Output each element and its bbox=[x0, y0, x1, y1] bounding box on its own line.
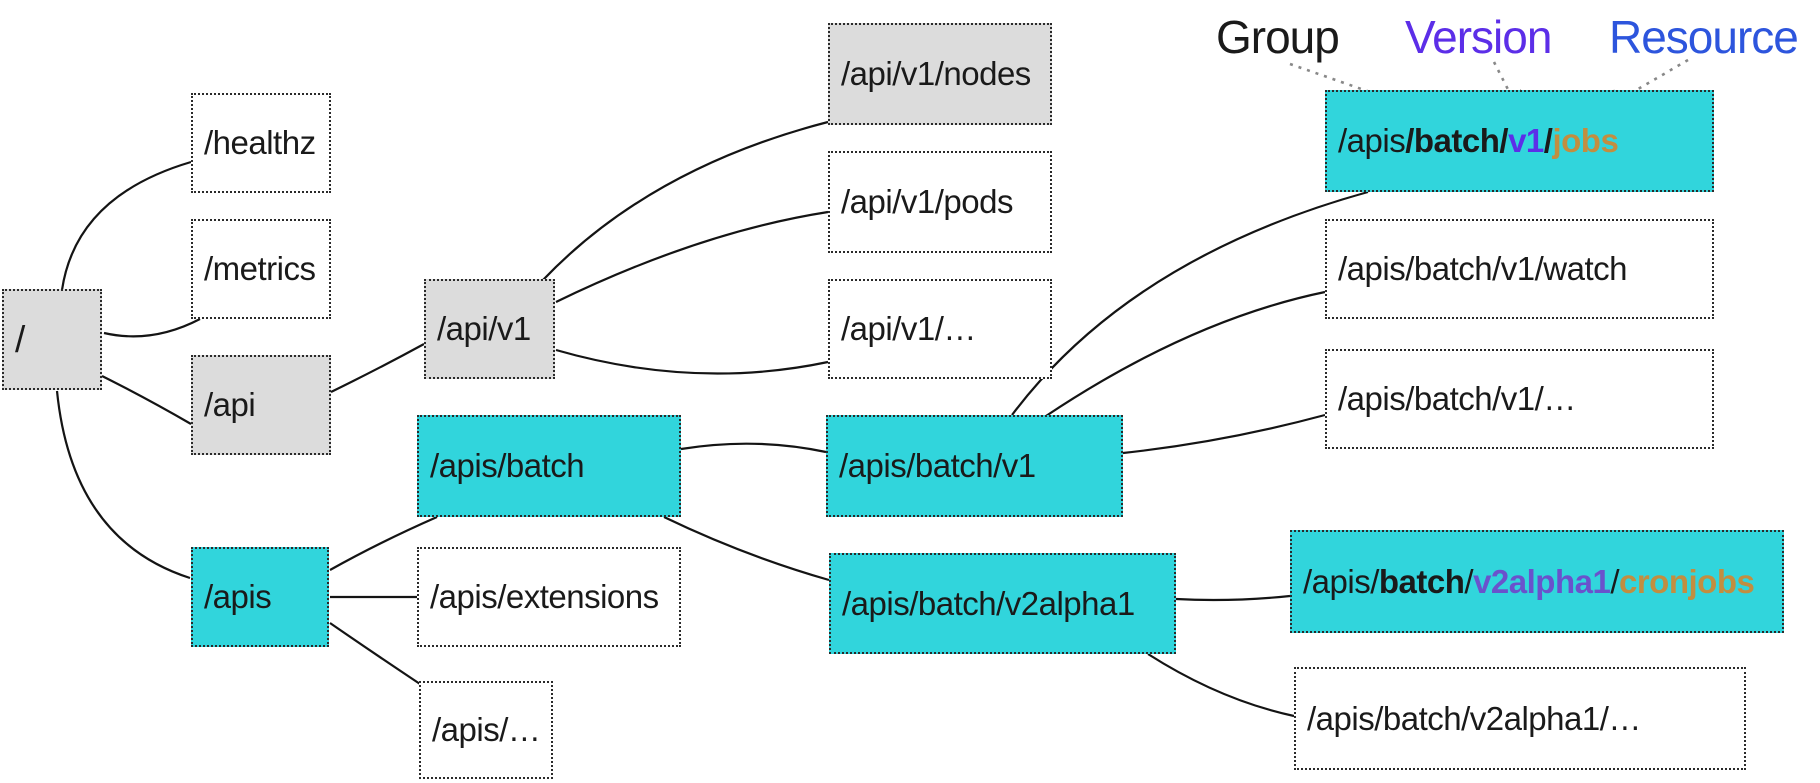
node-apis-batch-v1-text: /apis/batch/v1 bbox=[839, 447, 1036, 484]
edge-batchv1-watch bbox=[1045, 290, 1326, 417]
node-apis-batch-v2alpha1-cronjobs: /apis/batch/v2alpha1/cronjobs bbox=[1290, 530, 1784, 633]
node-healthz: /healthz bbox=[191, 93, 331, 193]
node-healthz-text: /healthz bbox=[204, 124, 316, 161]
node-apis-batch-v1-dots-text: /apis/batch/v1/… bbox=[1338, 380, 1576, 417]
node-api-v1-text: /api/v1 bbox=[437, 310, 531, 347]
node-root: / bbox=[2, 289, 102, 390]
edge-root-apis bbox=[55, 390, 191, 580]
node-api: /api bbox=[191, 355, 331, 455]
node-apis-batch-v2alpha1-cronjobs-text: /apis/ bbox=[1303, 562, 1379, 600]
node-apis-dots-text: /apis/… bbox=[432, 711, 541, 748]
node-apis: /apis bbox=[191, 547, 329, 647]
node-api-v1: /api/v1 bbox=[424, 279, 555, 379]
edge-batch-v2alpha1 bbox=[663, 516, 830, 582]
node-api-v1-nodes: /api/v1/nodes bbox=[828, 23, 1052, 125]
node-apis-batch-v1-watch-text: /apis/batch/v1/watch bbox=[1338, 250, 1628, 287]
edge-batchv1-dots bbox=[1122, 413, 1326, 455]
edge-root-metrics bbox=[103, 318, 201, 338]
node-apis-extensions: /apis/extensions bbox=[417, 547, 681, 647]
node-apis-batch-v1-jobs-text: /apis bbox=[1338, 122, 1406, 159]
node-apis-batch-v2alpha1-cronjobs-text: batch bbox=[1378, 562, 1465, 600]
edge-api-apiv1 bbox=[330, 343, 425, 393]
node-api-v1-pods: /api/v1/pods bbox=[828, 151, 1052, 253]
node-apis-batch-v2alpha1-dots-text: /apis/batch/v2alpha1/… bbox=[1307, 699, 1641, 737]
node-apis-batch-v2alpha1-dots: /apis/batch/v2alpha1/… bbox=[1294, 667, 1746, 770]
edge-v2alpha1-dots bbox=[1147, 653, 1295, 718]
edge-batch-batchv1 bbox=[680, 442, 827, 454]
node-apis-batch: /apis/batch bbox=[417, 415, 681, 517]
node-api-v1-dots-text: /api/v1/… bbox=[841, 310, 976, 347]
node-apis-batch-v2alpha1: /apis/batch/v2alpha1 bbox=[829, 553, 1176, 654]
node-apis-batch-v1-dots: /apis/batch/v1/… bbox=[1325, 349, 1714, 449]
edge-v2alpha1-cronjobs bbox=[1175, 594, 1291, 602]
node-metrics: /metrics bbox=[191, 219, 331, 319]
node-apis-batch-v2alpha1-cronjobs-text: v2alpha1 bbox=[1473, 562, 1611, 600]
legend-label-resource: Resource bbox=[1609, 11, 1799, 63]
node-apis-dots: /apis/… bbox=[419, 681, 553, 779]
node-api-v1-nodes-text: /api/v1/nodes bbox=[841, 55, 1031, 92]
node-apis-batch-v1-watch: /apis/batch/v1/watch bbox=[1325, 219, 1714, 319]
node-apis-batch-v2alpha1-text: /apis/batch/v2alpha1 bbox=[842, 584, 1135, 622]
node-apis-batch-v1-jobs-text: v1 bbox=[1508, 122, 1544, 159]
edge-apiv1-nodes bbox=[542, 120, 829, 281]
node-api-v1-dots: /api/v1/… bbox=[828, 279, 1052, 379]
node-root-text: / bbox=[15, 318, 25, 360]
arrow-group-to-batch bbox=[1289, 62, 1432, 117]
node-apis-batch-v1: /apis/batch/v1 bbox=[826, 415, 1123, 517]
node-apis-batch-v2alpha1-cronjobs-text: / bbox=[1464, 562, 1474, 600]
node-apis-batch-v1-jobs: /apis/batch/v1/jobs bbox=[1325, 90, 1714, 192]
node-api-text: /api bbox=[204, 386, 256, 423]
node-apis-batch-v2alpha1-cronjobs-text: / bbox=[1610, 562, 1619, 600]
edge-root-healthz bbox=[60, 160, 192, 291]
node-apis-batch-v1-jobs-text: / bbox=[1543, 122, 1553, 159]
node-apis-text: /apis bbox=[204, 578, 272, 615]
legend-label-group: Group bbox=[1216, 11, 1340, 63]
edge-apiv1-dots bbox=[555, 348, 829, 375]
node-metrics-text: /metrics bbox=[204, 250, 316, 287]
node-apis-batch-v1-jobs-text: /batch/ bbox=[1405, 122, 1509, 159]
edge-apiv1-pods bbox=[555, 210, 829, 303]
node-apis-batch-v2alpha1-cronjobs-text: cronjobs bbox=[1618, 562, 1755, 600]
legend-label-version: Version bbox=[1405, 11, 1552, 63]
edge-apis-batch bbox=[329, 515, 438, 571]
edge-batchv1-jobs bbox=[1011, 190, 1369, 416]
edge-root-api bbox=[101, 375, 192, 425]
edge-apis-dots bbox=[329, 622, 421, 685]
node-apis-extensions-text: /apis/extensions bbox=[430, 578, 659, 615]
node-apis-batch-v1-jobs-text: jobs bbox=[1552, 122, 1619, 159]
node-apis-batch-text: /apis/batch bbox=[430, 447, 585, 484]
node-api-v1-pods-text: /api/v1/pods bbox=[841, 183, 1013, 220]
